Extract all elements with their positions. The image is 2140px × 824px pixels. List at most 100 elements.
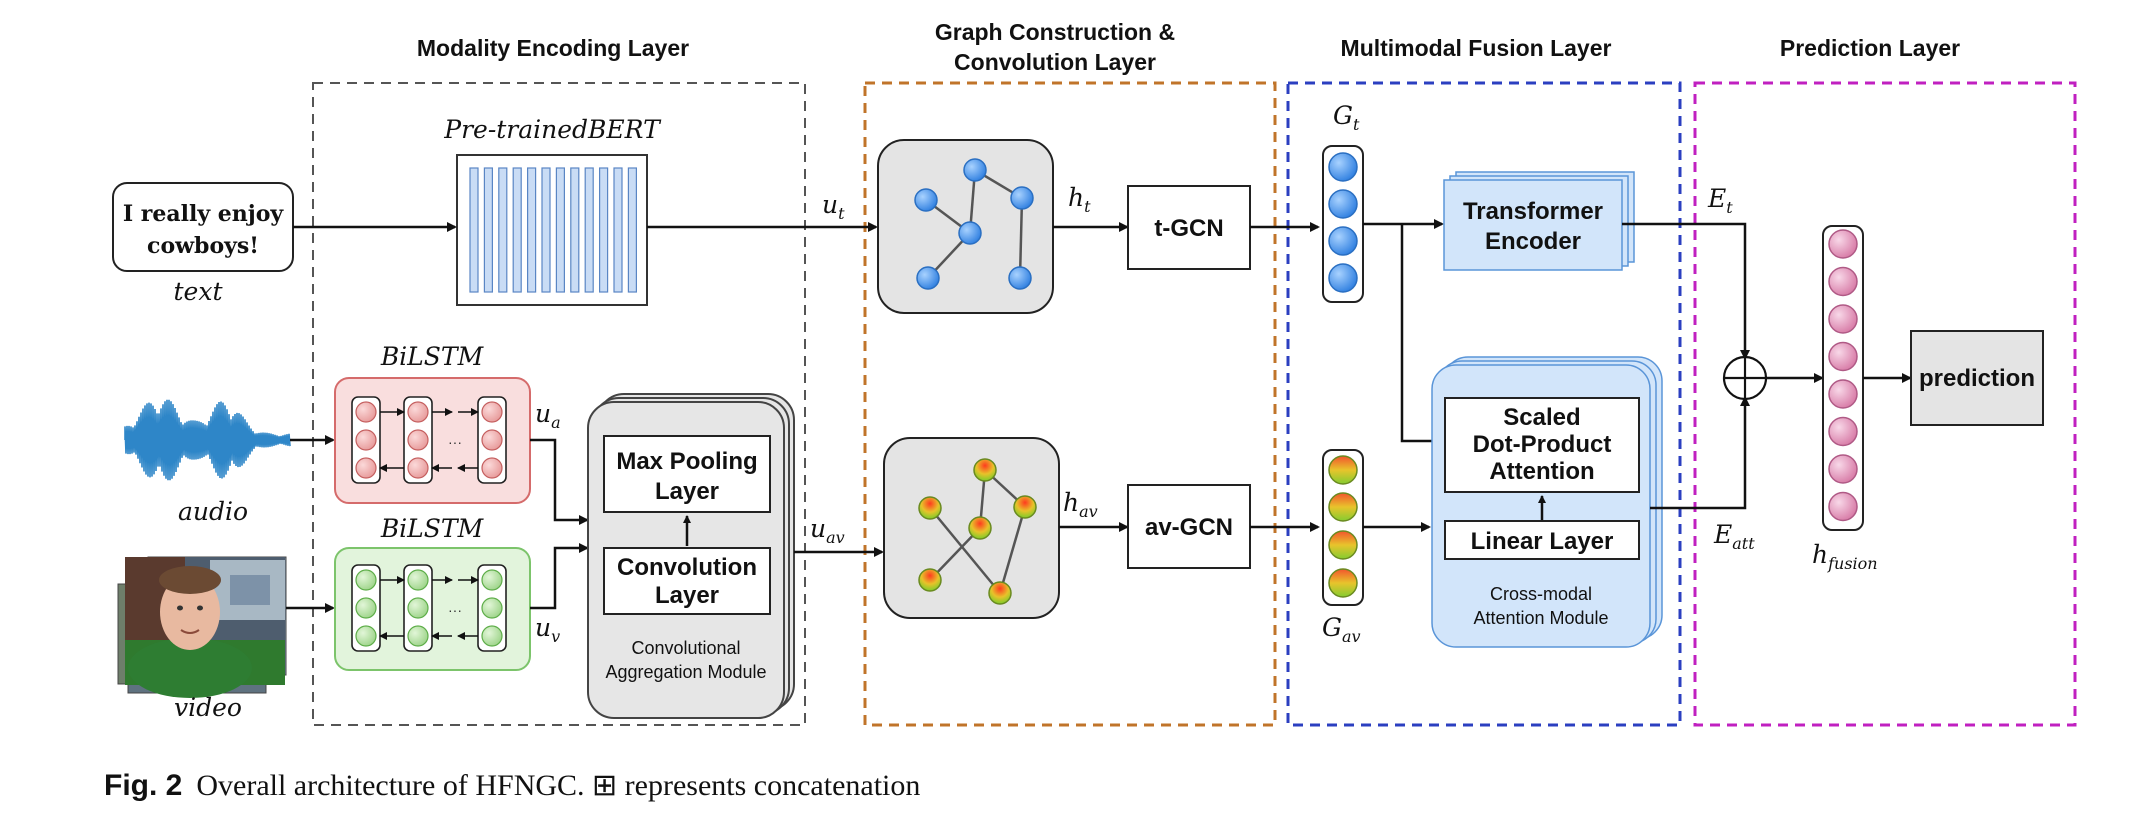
text-input-line2: cowboys!	[147, 233, 259, 259]
gt-to-cma-arrow	[1400, 224, 1444, 446]
transformer-encoder-box	[1443, 179, 1623, 271]
bert-column	[483, 167, 493, 293]
bilstm-unit	[355, 457, 377, 479]
bilstm-unit	[407, 429, 429, 451]
hfusion-unit	[1828, 266, 1858, 297]
architecture-diagram: Modality Encoding Layer Graph Constructi…	[112, 19, 2077, 727]
video-frames-icon	[117, 556, 287, 698]
bert-column	[526, 167, 537, 293]
bilstm-ellipsis: ···	[448, 602, 462, 618]
var-ht: ht	[1068, 183, 1091, 216]
hfusion-unit	[1828, 454, 1858, 484]
cam-title-line1: Convolutional	[631, 638, 740, 658]
scaled-dot-product-attention	[1444, 397, 1640, 493]
var-gt: Gt	[1333, 101, 1360, 134]
var-et: Et	[1707, 184, 1733, 217]
cam-title-line2: Aggregation Module	[605, 662, 766, 682]
var-ua: ua	[535, 399, 561, 432]
scaled-line1: Scaled	[1503, 404, 1580, 431]
section-title-modality: Modality Encoding Layer	[417, 35, 689, 61]
var-hfusion: hfusion	[1812, 540, 1878, 573]
bilstm-video-label: BiLSTM	[380, 514, 485, 543]
linear-layer	[1444, 520, 1640, 560]
bert-column	[613, 167, 623, 293]
waveform-trace	[124, 399, 291, 481]
prediction-layer-frame	[1693, 81, 2077, 727]
max-pooling-line2: Layer	[655, 478, 719, 505]
hfusion-unit	[1828, 341, 1858, 372]
t-gcn-label: t-GCN	[1154, 215, 1223, 242]
bert-column	[570, 167, 580, 293]
max-pooling-line1: Max Pooling	[616, 448, 757, 475]
video-label: video	[174, 693, 242, 722]
text-input-line1: I really enjoy	[123, 201, 285, 227]
t-gcn-box	[1127, 185, 1251, 270]
bilstm-video-cells: ···	[351, 564, 507, 652]
hfusion-unit	[1828, 379, 1858, 409]
av-gcn-box	[1127, 484, 1251, 569]
text-graph-nodes	[914, 158, 1034, 290]
bert-column	[541, 167, 551, 293]
var-eatt: Eatt	[1713, 520, 1755, 553]
transformer-line2: Encoder	[1485, 228, 1581, 255]
var-gav: Gav	[1322, 613, 1361, 646]
bert-columns	[469, 167, 638, 293]
av-graph-nodes	[918, 458, 1037, 605]
hfusion-unit	[1828, 304, 1858, 334]
bilstm-audio-cells: ···	[351, 396, 507, 484]
bilstm-unit	[355, 597, 377, 619]
bilstm-unit	[481, 569, 503, 591]
var-uav: uav	[810, 514, 845, 547]
modality-encoding-frame	[312, 82, 806, 726]
section-title-graph-line2: Convolution Layer	[954, 49, 1156, 75]
bert-label: Pre-trainedBERT	[443, 115, 662, 144]
text-label: text	[174, 277, 224, 306]
bilstm-unit	[481, 597, 503, 619]
bert-column	[627, 167, 638, 293]
multimodal-fusion-frame	[1286, 81, 1682, 727]
hfusion-unit	[1828, 229, 1858, 259]
hfusion-cells	[1828, 229, 1858, 522]
caption-label: Fig. 2	[104, 769, 183, 802]
cma-title-line1: Cross-modal	[1490, 584, 1592, 604]
bilstm-unit	[407, 457, 429, 479]
av-gcn-label: av-GCN	[1145, 514, 1233, 541]
bilstm-unit	[407, 569, 429, 591]
prediction-label: prediction	[1919, 365, 2035, 392]
bilstm-ellipsis: ···	[448, 434, 462, 450]
bert-column	[498, 167, 508, 293]
figure-caption: Fig. 2 Overall architecture of HFNGC. ⊞ r…	[104, 768, 920, 803]
bilstm-unit	[407, 625, 429, 647]
gt-cells	[1328, 152, 1358, 293]
hfusion-unit	[1828, 416, 1858, 447]
prediction-box	[1910, 330, 2044, 426]
gav-cells	[1328, 455, 1358, 598]
audio-waveform-icon	[124, 399, 291, 481]
transformer-line1: Transformer	[1463, 198, 1603, 225]
cma-title-line2: Attention Module	[1473, 608, 1608, 628]
et-arrow	[1622, 222, 1750, 360]
var-uv: uv	[535, 613, 560, 646]
uv-to-cam-arrow	[530, 543, 589, 610]
graph-construction-frame	[863, 81, 1277, 727]
bilstm-unit	[481, 625, 503, 647]
bilstm-audio-label: BiLSTM	[380, 342, 485, 371]
var-hav: hav	[1063, 488, 1098, 521]
scaled-line3: Attention	[1489, 458, 1594, 485]
ua-to-cam-arrow	[530, 438, 589, 525]
bilstm-unit	[355, 625, 377, 647]
convolution-line1: Convolution	[617, 554, 757, 581]
bert-column	[469, 167, 479, 293]
caption-text: Overall architecture of HFNGC. ⊞ represe…	[196, 769, 921, 802]
section-title-prediction: Prediction Layer	[1780, 35, 1960, 61]
hfusion-unit	[1828, 491, 1858, 522]
section-title-fusion: Multimodal Fusion Layer	[1341, 35, 1612, 61]
bert-column	[598, 167, 609, 293]
bert-column	[512, 167, 522, 293]
bilstm-unit	[407, 597, 429, 619]
convolution-layer	[603, 547, 771, 615]
bilstm-unit	[407, 401, 429, 423]
concatenation-icon	[1722, 355, 1768, 401]
bert-column	[555, 167, 566, 293]
bilstm-unit	[481, 457, 503, 479]
